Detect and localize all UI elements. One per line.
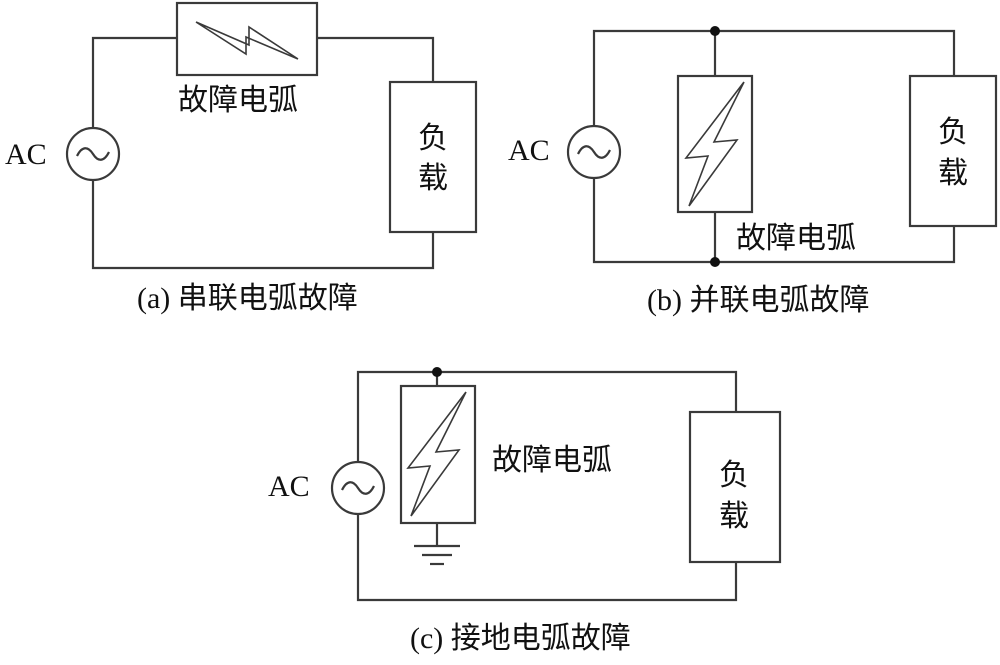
circuit-c-load-label-2: 载 [719,500,749,533]
circuit-c-load-label-1: 负 [719,459,749,492]
caption-a: (a) 串联电弧故障 [137,282,358,315]
circuit-c-sine-icon [341,481,375,495]
circuit-a-load-label-2: 载 [418,162,448,195]
circuit-c-ground: AC 故障电弧 负 载 (c) 接地电弧故障 [268,367,782,655]
circuit-c-wires [356,370,738,602]
circuit-a-wires [91,36,435,270]
circuit-b-node-top [710,26,720,36]
circuit-b-load-box [908,74,998,228]
circuit-a-load-label-1: 负 [418,122,448,155]
circuit-a-arc-symbol [195,21,299,60]
circuit-b-arc-label: 故障电弧 [736,222,856,255]
circuit-b-wires [592,29,956,264]
circuit-b-load-label-1: 负 [938,116,968,149]
circuit-b-sine-icon [577,145,611,159]
caption-c: (c) 接地电弧故障 [410,622,631,655]
ground-icon [414,544,460,566]
circuit-a-load-box [388,80,478,234]
circuit-c-load-box [688,410,782,564]
circuit-a-sine-icon [76,147,110,161]
caption-b: (b) 并联电弧故障 [647,284,869,317]
circuit-b-arc-box [676,74,754,214]
circuit-b-arc-symbol [684,81,745,207]
circuit-c-ac-label: AC [268,470,310,503]
circuit-c-arc-box [399,384,477,525]
circuit-c-arc-symbol [406,391,467,517]
circuit-a-arc-box [175,1,319,77]
circuit-a-arc-label: 故障电弧 [178,84,298,117]
circuit-b-load-label-2: 载 [938,157,968,190]
circuit-c-arc-label: 故障电弧 [492,444,612,477]
circuit-b-parallel: AC 故障电弧 负 载 (b) 并联电弧故障 [508,26,998,317]
circuit-c-node-top [432,367,442,377]
circuit-a-series: AC 故障电弧 负 载 (a) 串联电弧故障 [5,1,478,315]
circuit-b-node-bottom [710,257,720,267]
circuit-b-ac-label: AC [508,134,550,167]
circuit-a-ac-label: AC [5,138,47,171]
